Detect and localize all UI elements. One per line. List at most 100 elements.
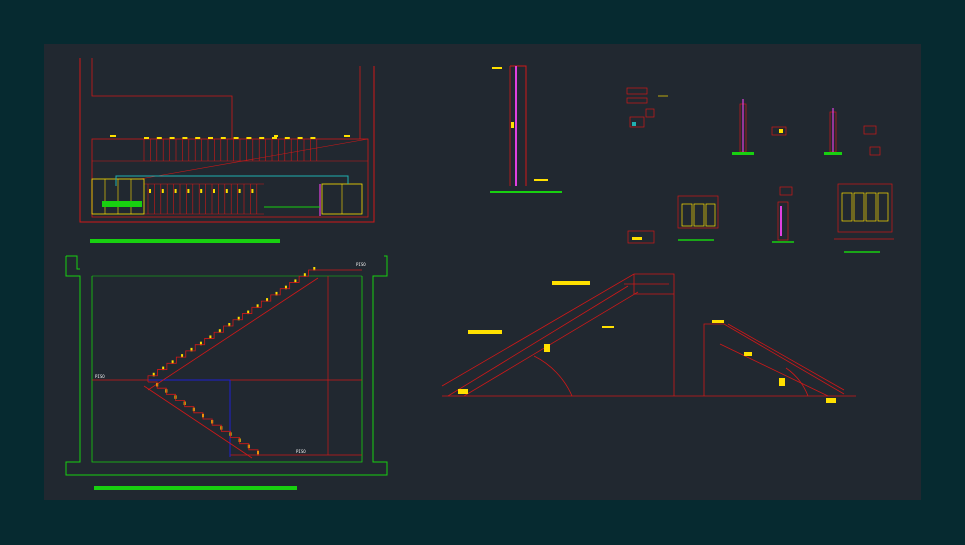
plan-tick: [208, 137, 213, 139]
plan-tick: [195, 137, 201, 139]
plan-tick: [156, 137, 162, 139]
left-stringer-callout: [552, 281, 590, 285]
detail-a-mid: [626, 97, 648, 104]
plan-tick: [161, 189, 164, 193]
left-stringer-tick: [602, 326, 614, 328]
left-stringer-top: [441, 273, 675, 396]
stringer-elevations[interactable]: [441, 273, 856, 403]
left-stringer-tick: [544, 344, 550, 352]
section-upper-flight: [147, 267, 319, 391]
plan-dimension-ticks: [110, 135, 350, 193]
detail-g-pane: [841, 192, 853, 222]
plan-tick: [272, 137, 277, 139]
plan-tick: [225, 189, 228, 193]
post-dim-tick: [534, 179, 548, 181]
plan-tick: [284, 137, 290, 139]
plan-title-underline: [90, 239, 280, 243]
section-step-mark: [266, 298, 269, 302]
left-stringer-callout: [468, 330, 502, 334]
section-step-mark: [152, 372, 155, 377]
section-step-mark: [256, 304, 259, 308]
stair-plan-view[interactable]: [79, 58, 375, 243]
plan-inner-wall: [91, 58, 233, 139]
plan-tick: [251, 189, 254, 193]
section-step-mark: [171, 360, 174, 364]
detail-e-pane: [681, 203, 693, 227]
section-step-mark: [162, 366, 165, 371]
plan-tick: [233, 137, 239, 139]
section-wall-inner: [79, 276, 363, 463]
detail-e-pane: [705, 203, 716, 227]
connection-details[interactable]: [626, 87, 894, 253]
section-step-mark: [275, 291, 278, 296]
detail-g-frame: [837, 183, 893, 233]
plan-lower-flight-treads: [144, 183, 264, 215]
plan-tick: [169, 137, 175, 139]
right-stringer-tick: [779, 378, 785, 386]
detail-e-pane: [693, 203, 705, 227]
section-step-profile: [148, 381, 259, 456]
left-stringer-inner: [447, 285, 629, 397]
detail-g-pane: [853, 192, 865, 222]
plan-wall-outline: [79, 58, 375, 223]
detail-f-post: [777, 201, 789, 241]
detail-b-clamp: [771, 126, 787, 136]
cad-model-space[interactable]: PISO PISO PISO: [44, 44, 921, 500]
section-step-mark: [237, 316, 240, 321]
section-structure-outline: [65, 255, 388, 476]
right-stringer-top: [703, 323, 845, 396]
plan-break-line: [139, 138, 369, 180]
section-bottom-level-label: PISO: [296, 449, 306, 454]
right-stringer-tick: [712, 320, 724, 323]
plan-tick: [344, 135, 350, 137]
plan-tick: [149, 189, 151, 193]
section-step-mark: [303, 273, 306, 277]
plan-tick: [187, 189, 190, 193]
detail-d-block: [627, 230, 655, 244]
plan-tick: [246, 137, 252, 139]
right-stringer-tick: [826, 398, 836, 403]
detail-e-panel: [677, 195, 719, 229]
plan-tick: [213, 189, 215, 193]
detail-c-base: [824, 152, 842, 155]
right-stringer-bottom: [719, 343, 829, 397]
plan-tick: [220, 137, 226, 139]
section-step-mark: [228, 323, 231, 327]
plan-upper-flight-treads: [143, 139, 318, 161]
section-slab-soffit: [147, 277, 319, 391]
post-dim-tick: [511, 122, 514, 128]
detail-a-base: [629, 116, 645, 128]
handrail-post-detail[interactable]: [490, 65, 562, 193]
section-title-underline: [94, 486, 297, 490]
plan-green-marker: [102, 201, 142, 207]
post-dim-tick: [492, 67, 502, 69]
section-step-mark: [247, 310, 250, 315]
left-stringer-bottom: [463, 291, 639, 397]
section-step-mark: [181, 354, 184, 358]
right-stringer-tick: [744, 352, 752, 356]
section-step-mark: [199, 341, 202, 346]
section-blue-hidden: [148, 379, 231, 457]
plan-tick: [182, 137, 188, 139]
plan-tick: [274, 135, 278, 137]
detail-g-pane: [877, 192, 889, 222]
plan-tick: [310, 137, 316, 139]
detail-b-base: [732, 152, 754, 155]
cad-drawing: PISO PISO PISO: [65, 58, 894, 490]
right-stringer-arc: [785, 367, 809, 397]
section-step-mark: [313, 267, 316, 271]
stair-section-view[interactable]: PISO PISO PISO: [65, 255, 388, 490]
detail-b-bolt: [779, 129, 783, 133]
left-stringer-tick: [458, 389, 468, 394]
section-step-mark: [218, 329, 221, 333]
left-stringer-arc: [533, 355, 573, 397]
detail-g-pane: [865, 192, 877, 222]
section-step-mark: [209, 335, 212, 339]
plan-cyan-handrail: [115, 175, 349, 186]
section-step-mark: [294, 279, 297, 283]
detail-c-clamp: [863, 125, 877, 135]
section-step-mark: [190, 347, 193, 352]
section-step-profile: [147, 269, 318, 382]
plan-tick: [259, 137, 265, 139]
section-step-mark: [284, 285, 287, 290]
